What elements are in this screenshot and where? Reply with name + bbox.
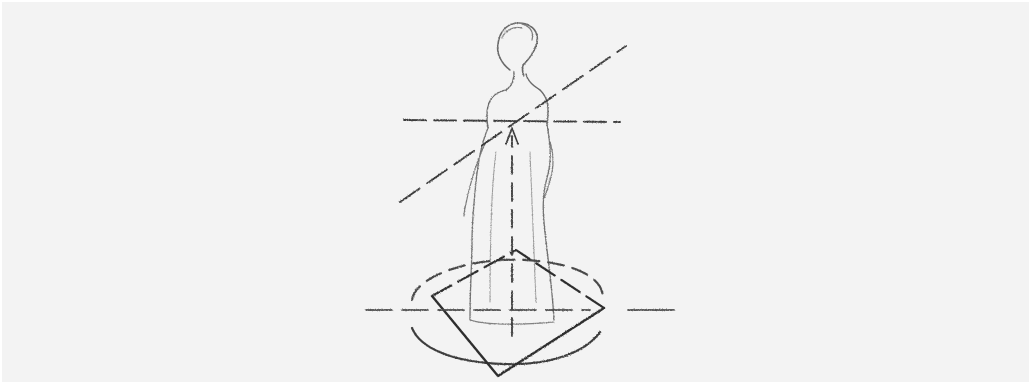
robe-fold-2 [530, 152, 536, 302]
shoulder-guide-line [404, 120, 620, 122]
ground-ellipse-bottom [412, 328, 600, 364]
figure-right-shoulder [540, 90, 548, 124]
ground-diamond-back [432, 250, 604, 308]
figure-left-shoulder [487, 90, 506, 128]
diagonal-guide-line [400, 46, 626, 202]
ground-diamond-front [432, 296, 604, 376]
ground-ellipse-top [412, 260, 603, 302]
figure-left-arm [464, 142, 486, 216]
robe-fold-1 [490, 152, 496, 302]
